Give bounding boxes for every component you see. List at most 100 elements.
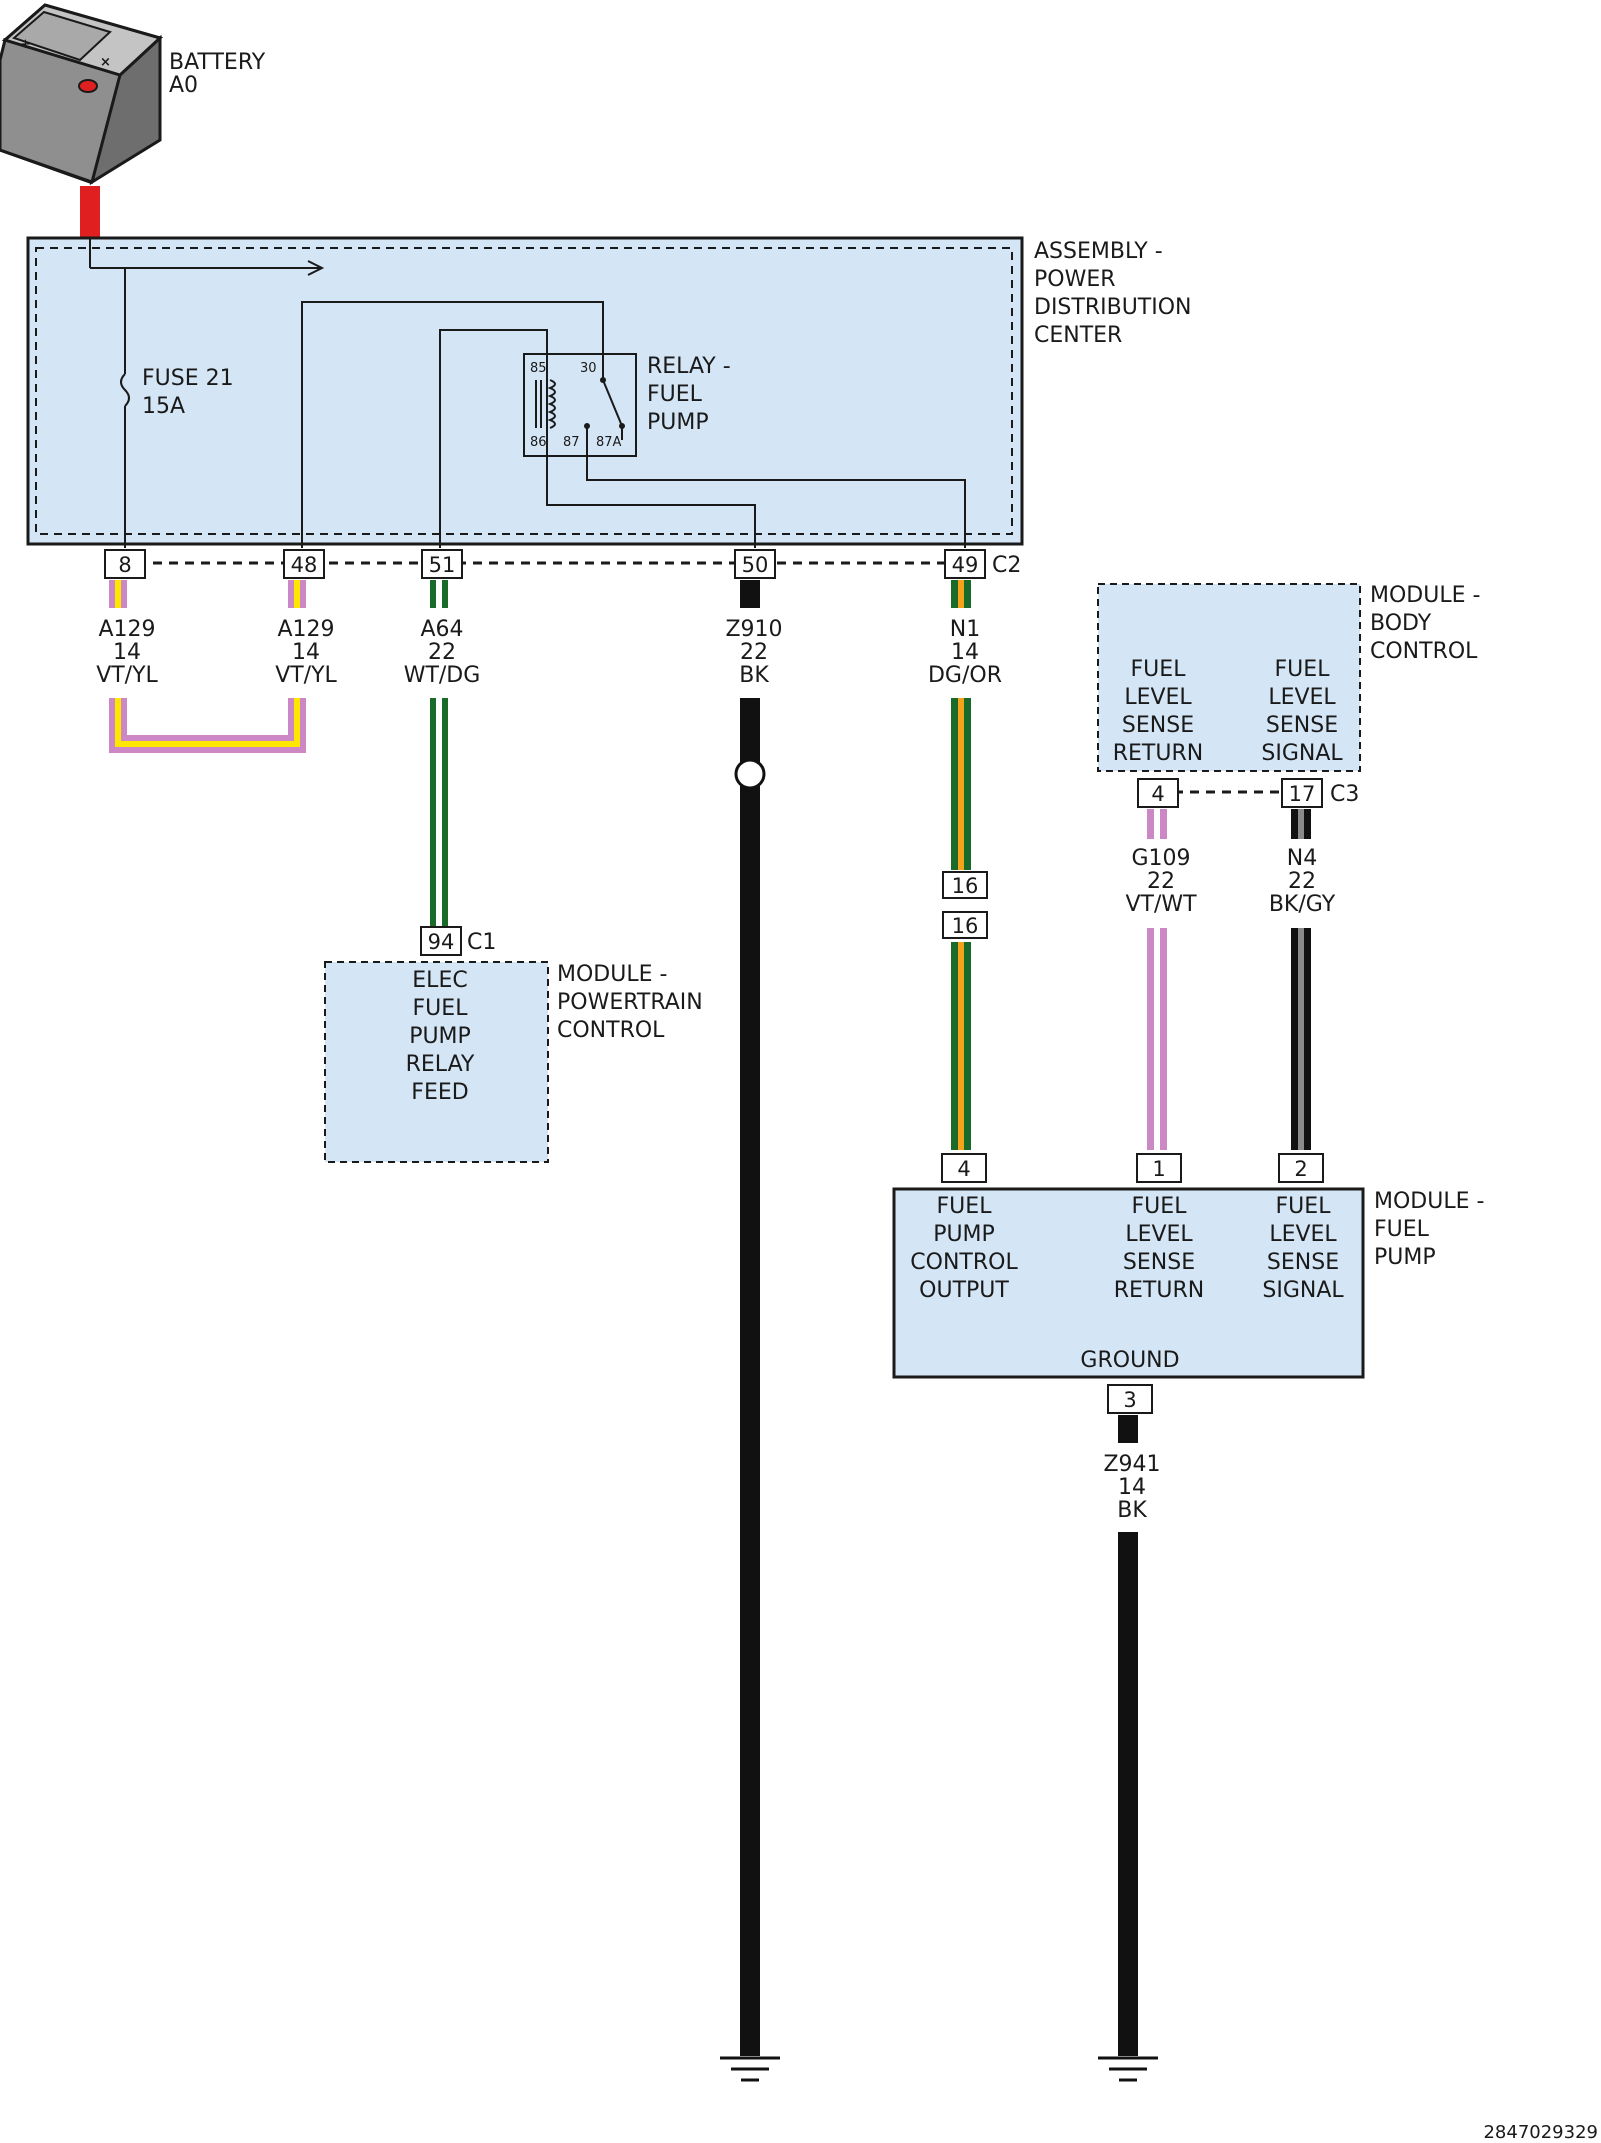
- fuel-pump-out-2: PUMP: [933, 1222, 995, 1247]
- fuel-pump-sig-4: SIGNAL: [1262, 1278, 1344, 1303]
- relay-title-3: PUMP: [647, 410, 709, 435]
- pdc-pin-49: 49: [952, 553, 979, 577]
- n1-gauge: 14: [951, 640, 979, 665]
- pcm-function-1: ELEC: [412, 968, 467, 993]
- pdc-title-3: DISTRIBUTION: [1034, 295, 1192, 320]
- fuel-pump-out-1: FUEL: [937, 1194, 993, 1219]
- g109-color: VT/WT: [1125, 892, 1197, 917]
- n4-gauge: 22: [1288, 869, 1316, 894]
- battery-cable: [80, 186, 100, 238]
- relay-pin-30: 30: [580, 361, 597, 376]
- n4-color: BK/GY: [1269, 892, 1336, 917]
- a129-left-circuit: A129: [98, 617, 155, 642]
- fuel-pump-pin-2: 2: [1294, 1157, 1307, 1181]
- g109-circuit: G109: [1131, 846, 1190, 871]
- pdc-pin-50: 50: [742, 553, 769, 577]
- n1-wire: [951, 580, 971, 1150]
- relay-pin-85: 85: [530, 361, 547, 376]
- n1-color: DG/OR: [928, 663, 1002, 688]
- bcm-return-4: RETURN: [1113, 741, 1203, 766]
- diagram-id: 2847029329: [1483, 2122, 1598, 2143]
- pcm-function-3: PUMP: [409, 1024, 471, 1049]
- bcm-box: [1097, 583, 1361, 772]
- fuel-pump-sig-3: SENSE: [1267, 1250, 1339, 1275]
- n4-circuit: N4: [1287, 846, 1317, 871]
- a129-right-gauge: 14: [292, 640, 320, 665]
- fuel-pump-title-2: FUEL: [1374, 1217, 1430, 1242]
- relay-title-1: RELAY -: [647, 354, 731, 379]
- bcm-pin-4: 4: [1151, 782, 1164, 806]
- bcm-pin-17: 17: [1289, 782, 1316, 806]
- bcm-return-2: LEVEL: [1124, 685, 1192, 710]
- fuel-pump-module-box: [892, 1187, 1365, 1379]
- relay-pin-86: 86: [530, 435, 547, 450]
- bcm-title-3: CONTROL: [1370, 639, 1478, 664]
- bcm-signal-1: FUEL: [1275, 657, 1331, 682]
- z941-circuit: Z941: [1103, 1452, 1160, 1477]
- fuel-pump-title-3: PUMP: [1374, 1245, 1436, 1270]
- pdc-internal-circuit: [89, 238, 966, 548]
- bcm-return-3: SENSE: [1122, 713, 1194, 738]
- svg-text:×: ×: [100, 55, 111, 70]
- inline-connector-pin-b: 16: [952, 914, 979, 938]
- pcm-function-5: FEED: [411, 1080, 468, 1105]
- bcm-signal-4: SIGNAL: [1261, 741, 1343, 766]
- fuse-label: FUSE 21: [142, 366, 234, 391]
- a64-gauge: 22: [428, 640, 456, 665]
- ground-symbol-icon: [1098, 2056, 1158, 2082]
- z910-wire: [734, 580, 766, 2056]
- a64-color: WT/DG: [404, 663, 481, 688]
- relay-title-2: FUEL: [647, 382, 703, 407]
- pdc-title-1: ASSEMBLY -: [1034, 239, 1163, 264]
- pcm-box: [324, 961, 549, 1163]
- ground-symbol-icon: [720, 2056, 780, 2082]
- battery-icon: × +: [0, 3, 163, 186]
- svg-text:+: +: [20, 37, 31, 52]
- a129-left-gauge: 14: [113, 640, 141, 665]
- a64-wire: [430, 580, 448, 928]
- pdc-pin-51: 51: [429, 553, 456, 577]
- fuel-pump-ret-4: RETURN: [1114, 1278, 1204, 1303]
- relay-pin-87a: 87A: [596, 435, 622, 450]
- a129-right-color: VT/YL: [275, 663, 337, 688]
- bcm-title-2: BODY: [1370, 611, 1432, 636]
- relay-pin-87: 87: [563, 435, 580, 450]
- fuel-pump-title-1: MODULE -: [1374, 1189, 1484, 1214]
- c3-pin-boxes: [1137, 778, 1323, 808]
- z941-wire: [1118, 1415, 1138, 2056]
- fuel-pump-out-3: CONTROL: [910, 1250, 1018, 1275]
- z941-gauge: 14: [1118, 1475, 1146, 1500]
- fuel-pump-ground-label: GROUND: [1080, 1348, 1179, 1373]
- fuel-pump-pin-boxes: [941, 1153, 1324, 1183]
- bcm-signal-3: SENSE: [1266, 713, 1338, 738]
- battery-label: BATTERY: [169, 50, 266, 75]
- z941-color: BK: [1117, 1498, 1147, 1523]
- n4-wire: [1291, 809, 1311, 1150]
- a129-wire-loop: [109, 580, 306, 753]
- a129-left-color: VT/YL: [96, 663, 158, 688]
- z910-circuit: Z910: [725, 617, 782, 642]
- pcm-pin-box: [420, 926, 462, 956]
- fuel-pump-ret-2: LEVEL: [1125, 1222, 1193, 1247]
- pdc-pin-48: 48: [291, 553, 318, 577]
- fuel-pump-out-4: OUTPUT: [919, 1278, 1009, 1303]
- battery-code: A0: [169, 73, 198, 98]
- fuel-pump-ground-pin-box: [1107, 1384, 1153, 1414]
- g109-wire: [1147, 809, 1167, 1150]
- pdc-title-4: CENTER: [1034, 323, 1122, 348]
- bcm-signal-2: LEVEL: [1268, 685, 1336, 710]
- fuel-pump-ret-1: FUEL: [1132, 1194, 1188, 1219]
- bcm-return-1: FUEL: [1131, 657, 1187, 682]
- pdc-connector-c2: C2: [992, 553, 1021, 578]
- pcm-title-3: CONTROL: [557, 1018, 665, 1043]
- n1-circuit: N1: [950, 617, 980, 642]
- pcm-connector-c1: C1: [467, 930, 496, 955]
- fuel-pump-pin-1: 1: [1152, 1157, 1165, 1181]
- fuel-pump-ret-3: SENSE: [1123, 1250, 1195, 1275]
- a129-right-circuit: A129: [277, 617, 334, 642]
- a64-circuit: A64: [420, 617, 463, 642]
- pcm-title-1: MODULE -: [557, 962, 667, 987]
- g109-gauge: 22: [1147, 869, 1175, 894]
- pdc-pin-8: 8: [118, 553, 131, 577]
